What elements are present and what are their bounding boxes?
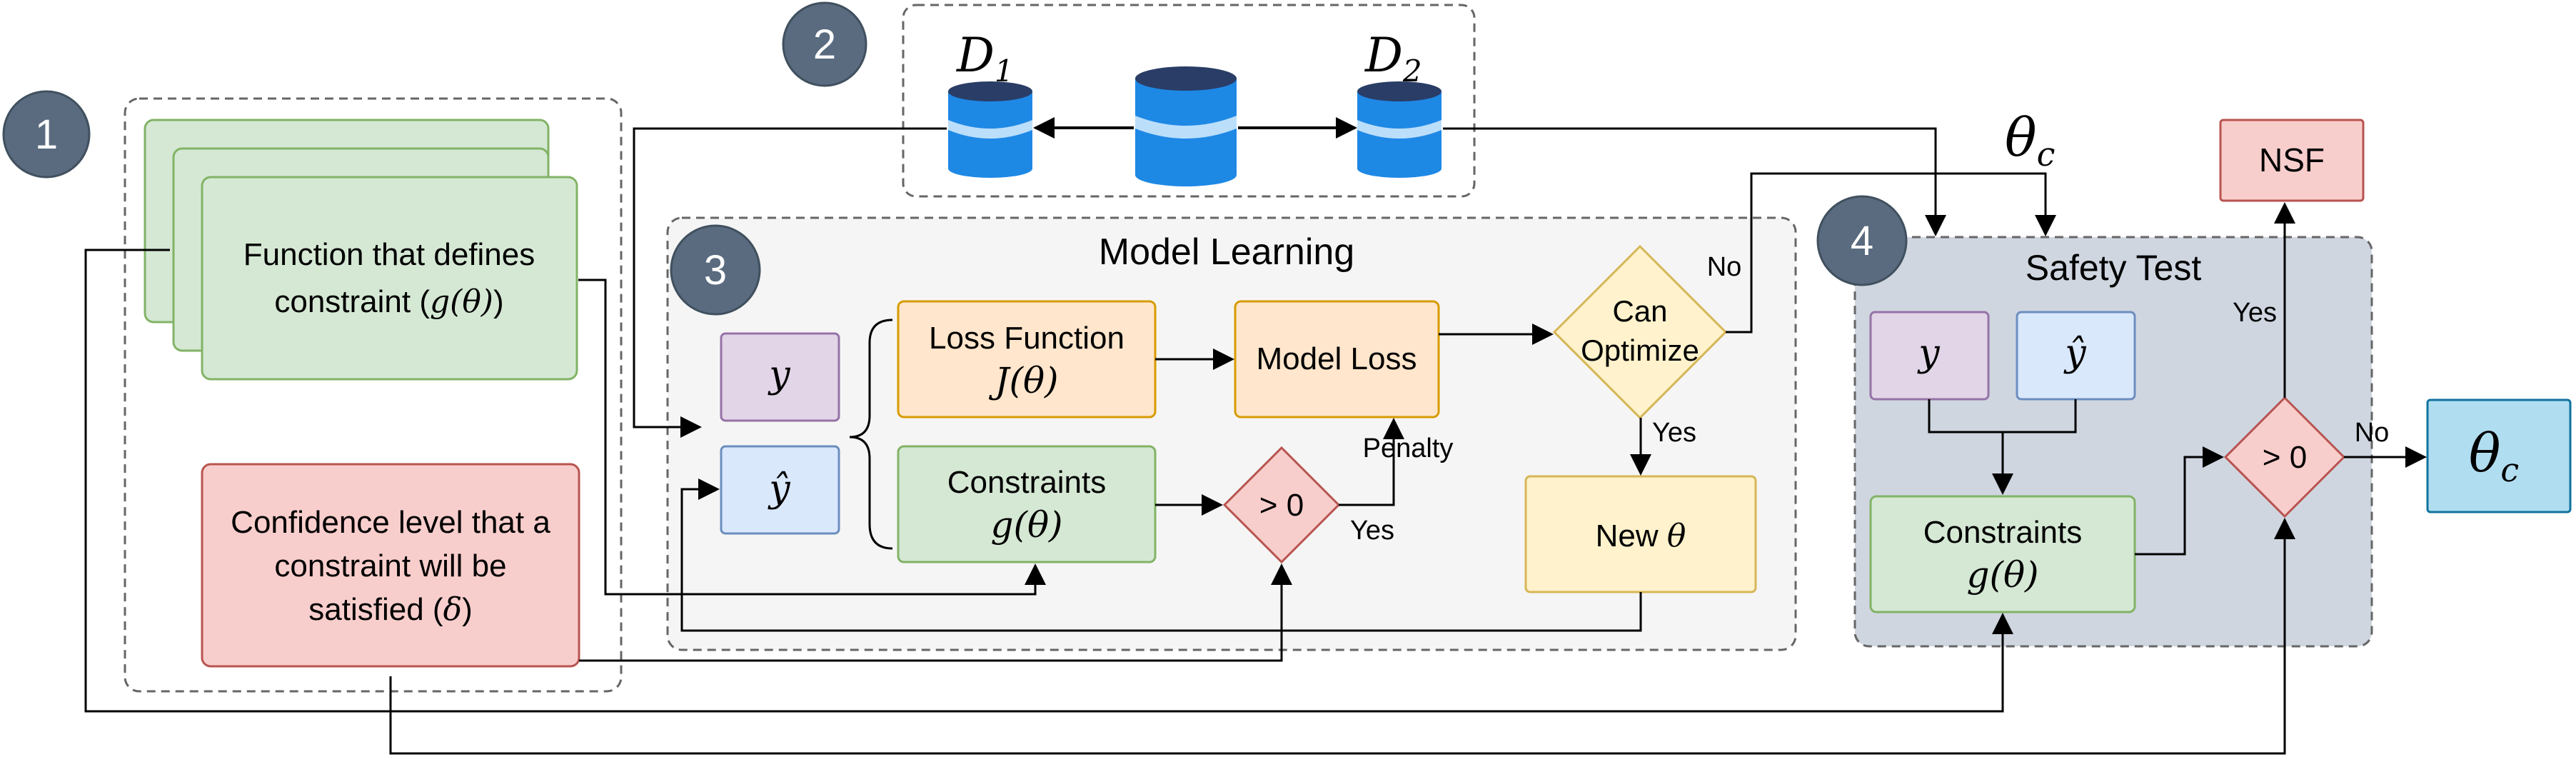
loss-function-line2: J(θ)	[988, 360, 1058, 401]
can-optimize-line1: Can	[1612, 294, 1667, 328]
constraints-s3-line1: Constraints	[947, 465, 1107, 500]
section-1-container	[124, 97, 623, 693]
nsf-box	[2219, 119, 2365, 202]
y-box-s3	[720, 332, 840, 422]
badge-1: 1	[2, 90, 91, 179]
loss-function-line1: Loss Function	[929, 321, 1125, 356]
confidence-card-line1: Confidence level that a	[231, 505, 550, 540]
new-theta-label: New θ	[1596, 518, 1686, 554]
safety-test-title: Safety Test	[2026, 248, 2202, 288]
confidence-card-line2: constraint will be	[274, 548, 506, 583]
gt0-diamond-s4	[2223, 396, 2346, 518]
constraints-s4-line2: g(θ)	[1966, 554, 2038, 596]
model-loss-label: Model Loss	[1256, 341, 1417, 376]
section-2-container	[902, 4, 1476, 198]
model-learning-title: Model Learning	[1099, 231, 1354, 273]
d1-label: D1	[956, 28, 1014, 89]
constraints-s3-line2: g(θ)	[990, 504, 1062, 546]
no-can-label: No	[1707, 252, 1742, 282]
function-card-line1: Function that defines	[243, 237, 535, 272]
can-optimize-line2: Optimize	[1581, 334, 1699, 367]
y-hat-label-s3: ŷ	[768, 468, 790, 511]
output-theta-box	[2426, 398, 2572, 513]
yes-gt0-s3-label: Yes	[1350, 516, 1394, 546]
function-card	[201, 176, 578, 381]
y-hat-box-s3	[720, 445, 840, 535]
connectors	[84, 127, 2427, 755]
gt0-diamond-s3	[1222, 446, 1341, 564]
yes-can-label: Yes	[1652, 418, 1696, 448]
badge-4-label: 4	[1851, 218, 1873, 264]
no-s4-label: No	[2355, 418, 2390, 448]
confidence-card	[201, 463, 580, 668]
model-loss-box	[1234, 300, 1440, 418]
gt0-s4-label: > 0	[2263, 440, 2307, 475]
theta-c-label: θc	[2005, 107, 2055, 174]
database-source-icon	[1135, 66, 1237, 186]
curly-brace	[849, 319, 893, 550]
badge-2: 2	[782, 1, 867, 87]
function-card-line2: constraint (g(θ))	[274, 284, 503, 320]
yes-s4-label: Yes	[2233, 298, 2277, 328]
y-label-s4: y	[1917, 332, 1940, 375]
y-label-s3: y	[768, 354, 790, 396]
penalty-label: Penalty	[1363, 433, 1454, 463]
constraints-s4-line1: Constraints	[1923, 515, 2083, 550]
badge-2-label: 2	[813, 21, 836, 68]
database-d2-icon	[1357, 81, 1442, 178]
nsf-label: NSF	[2259, 141, 2325, 179]
d2-label: D2	[1364, 28, 1422, 89]
confidence-card-line3: satisfied (δ)	[308, 591, 472, 628]
output-theta-label: θc	[2469, 423, 2519, 489]
badge-1-label: 1	[35, 111, 58, 158]
database-d1-icon	[948, 81, 1032, 178]
gt0-s3-label: > 0	[1259, 488, 1304, 523]
badge-3: 3	[670, 224, 761, 316]
badge-4: 4	[1816, 195, 1908, 286]
y-hat-label-s4: ŷ	[2063, 332, 2086, 375]
badge-3-label: 3	[704, 247, 727, 294]
